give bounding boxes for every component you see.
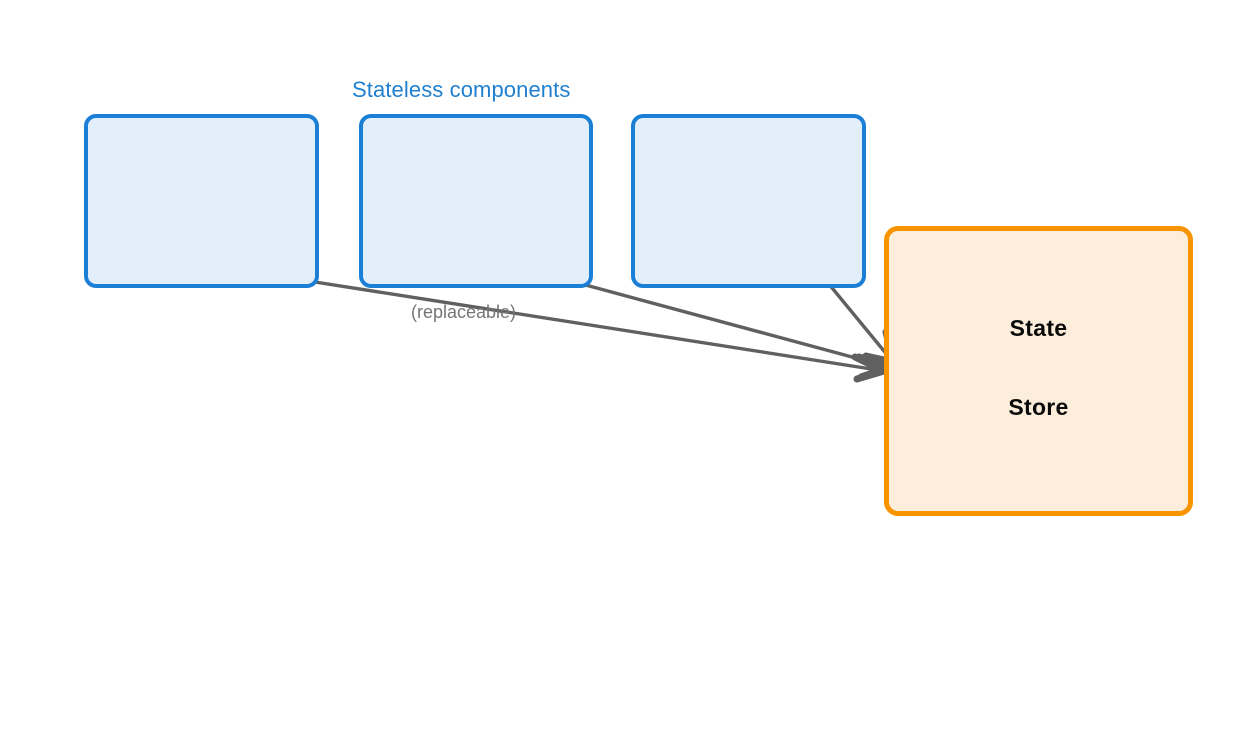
state-store-label-line-1: State <box>1009 315 1068 341</box>
arrow-component-1-to-store <box>281 275 888 383</box>
state-store-label-line-2: Store <box>1008 394 1069 420</box>
stateless-component-box-3[interactable] <box>631 114 866 288</box>
stateless-component-box-2[interactable] <box>359 114 593 288</box>
stateless-component-box-1[interactable] <box>84 114 319 288</box>
page-title: Stateless components <box>352 77 571 102</box>
replaceable-note: (replaceable) <box>411 302 517 322</box>
state-store-box[interactable]: State Store <box>884 226 1193 516</box>
